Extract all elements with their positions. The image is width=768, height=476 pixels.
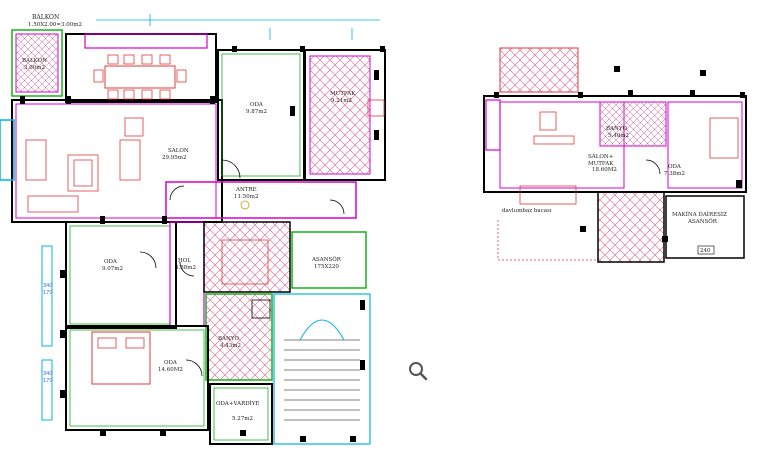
salon-wall	[11, 99, 223, 223]
room-area-oda-2: 9.07m2	[102, 266, 123, 272]
room-area-oda-1: 9.87m2	[246, 109, 267, 115]
room-name-hol: HOL	[178, 258, 191, 264]
dim-170-a: 170	[43, 290, 53, 296]
room-area-banyo: 4.43m2	[220, 343, 241, 349]
room-area-mutfak: 9.21m2	[331, 98, 352, 104]
room-area-salon: 29.95m2	[162, 155, 186, 161]
room-area-hol: 3.88m2	[175, 265, 196, 271]
magnifier-icon[interactable]	[407, 360, 429, 382]
room-name-makina: MAKİNA DAİRESİZ	[672, 211, 727, 218]
room-name-salon-mutfak: SALON+	[588, 154, 614, 160]
room-area-oda-3: 14.60M2	[158, 367, 183, 373]
balkon-frame	[11, 29, 63, 97]
room-area-oda-right: 7.38m2	[664, 171, 685, 177]
room-name-mutfak: MUTFAK	[330, 91, 356, 97]
dim-340-b: 340	[43, 371, 53, 377]
note-davlumbaz: davlumbaz bacası	[502, 208, 552, 214]
room-area-makina: ASANSÖR	[687, 218, 718, 225]
room-area-antre: 11.50m2	[234, 194, 258, 200]
room-area-salon-mutfak: 18.60M2	[592, 167, 617, 173]
room-name-asansor: ASANSÖR	[311, 256, 342, 263]
room-name-salon: SALON	[168, 148, 189, 154]
room-name-salon-mutfak-2: MUTFAK	[588, 161, 614, 167]
room-name-banyo-right: BANYO	[606, 126, 627, 132]
room-area-banyo-right: 5.40m2	[608, 133, 629, 139]
room-name-oda-2: ODA	[104, 259, 118, 265]
dim-170-b: 170	[43, 378, 53, 384]
dim-340-a: 340	[43, 283, 53, 289]
room-area-oda-vardiye: 5.27m2	[232, 416, 253, 422]
dim-240: 240	[700, 248, 711, 254]
room-area-asansor: 175X220	[314, 264, 339, 270]
right-plan: SALON+ MUTFAK 18.60M2 ODA 7.38m2 BANYO 5…	[483, 47, 747, 263]
room-name-oda-1: ODA	[250, 102, 264, 108]
room-name-oda-3: ODA	[164, 360, 178, 366]
balkon-top-label: BALKON	[32, 14, 59, 21]
room-area-balkon: 3.00m2	[24, 65, 45, 71]
room-name-oda-right: ODA	[668, 164, 682, 170]
room-name-oda-vardiye: ODA+VARDİYE	[216, 400, 259, 407]
left-plan: BALKON 1.50X2.00=3.00m2 BALKON 3.00m2 SA…	[0, 14, 386, 445]
room-name-banyo: BANYO	[218, 336, 239, 342]
balkon-top-dims: 1.50X2.00=3.00m2	[28, 22, 82, 28]
room-name-balkon: BALKON	[22, 58, 47, 64]
room-name-antre: ANTRE	[235, 187, 257, 193]
